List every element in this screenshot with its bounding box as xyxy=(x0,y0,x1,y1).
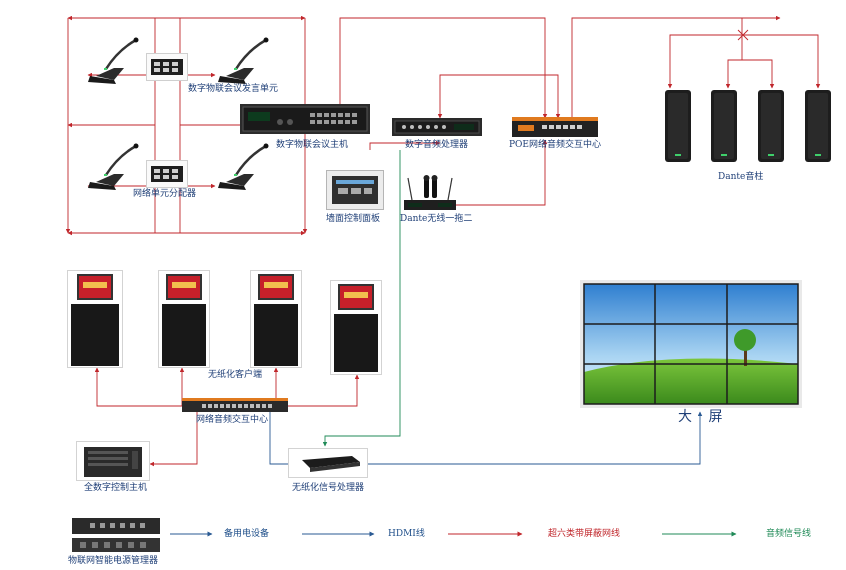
column-speaker-icon xyxy=(711,90,737,162)
label-central-control: 全数字控制主机 xyxy=(84,483,148,493)
signal-processor-icon xyxy=(288,448,368,478)
label-conf-host: 数字物联会议主机 xyxy=(276,140,349,150)
label-net-splitter: 网络单元分配器 xyxy=(133,189,197,199)
label-dante-column: Dante音柱 xyxy=(718,172,764,182)
gooseneck-mic-icon xyxy=(218,37,269,84)
gooseneck-mic-icon xyxy=(88,143,139,190)
legend-cat6: 超六类带屏蔽网线 xyxy=(548,529,621,539)
legend-audio: 音频信号线 xyxy=(766,529,812,539)
lift-monitor-icon xyxy=(67,270,123,368)
network-splitter-icon xyxy=(146,160,188,188)
audio-cables xyxy=(322,150,401,447)
column-speaker-icon xyxy=(805,90,831,162)
lift-monitor-icon xyxy=(330,280,382,375)
label-paperless-client: 无纸化客户端 xyxy=(208,370,263,380)
gooseneck-mic-icon xyxy=(218,143,269,190)
column-speaker-icon xyxy=(758,90,784,162)
touch-panel-icon xyxy=(326,170,384,210)
network-cables xyxy=(65,15,821,467)
label-conf-speaker-unit: 数字物联会议发言单元 xyxy=(188,84,279,94)
label-wireless-mic: Dante无线一拖二 xyxy=(400,214,473,224)
column-speaker-icon xyxy=(665,90,691,162)
legend-hdmi: HDMI线 xyxy=(388,529,425,539)
network-switch-icon xyxy=(182,398,288,412)
conference-host-icon xyxy=(240,104,370,134)
network-switch-icon xyxy=(512,117,598,137)
label-net-audio-center: 网络音频交互中心 xyxy=(196,415,269,425)
label-poe-switch: POE网络音频交互中心 xyxy=(509,140,602,150)
label-dsp: 数字音频处理器 xyxy=(405,140,469,150)
control-host-icon xyxy=(76,441,150,481)
label-big-screen: 大 屏 xyxy=(678,409,729,425)
lift-monitor-icon xyxy=(250,270,302,368)
hdmi-cables xyxy=(269,411,703,465)
gooseneck-mic-icon xyxy=(88,37,139,84)
power-manager-icon xyxy=(72,518,160,552)
video-wall-icon xyxy=(580,280,802,408)
network-splitter-icon xyxy=(146,53,188,81)
lift-monitor-icon xyxy=(158,270,210,368)
wireless-mic-icon xyxy=(404,175,456,210)
legend-power-device: 备用电设备 xyxy=(224,529,270,539)
label-power-manager: 物联网智能电源管理器 xyxy=(68,556,159,566)
label-paperless-processor: 无纸化信号处理器 xyxy=(292,483,365,493)
label-wall-panel: 墙面控制面板 xyxy=(326,214,381,224)
audio-processor-icon xyxy=(392,118,482,136)
